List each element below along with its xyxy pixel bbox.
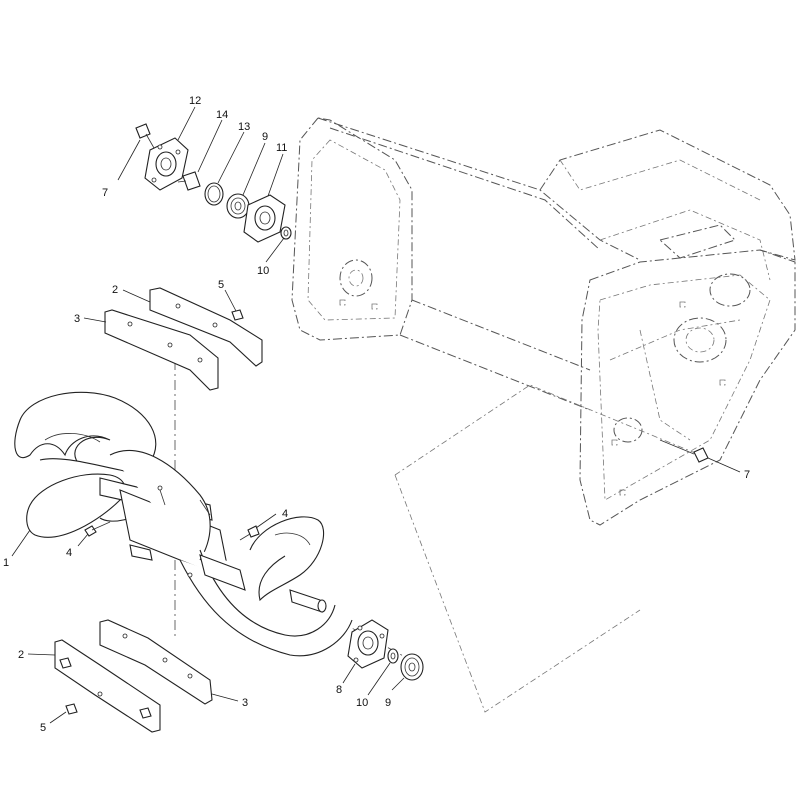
callout-labels: 12 14 13 9 11 7 10 2 5 3 7 4 1 4 2 3 5 8… <box>3 95 750 734</box>
callout-2-lower: 2 <box>18 649 24 661</box>
callout-3-upper: 3 <box>74 313 80 325</box>
callout-7-right: 7 <box>744 469 750 481</box>
lower-bearing-assembly <box>347 619 424 681</box>
callout-9-lower: 9 <box>385 697 391 709</box>
callout-7-upper: 7 <box>102 187 108 199</box>
callout-1: 1 <box>3 557 9 569</box>
callout-12: 12 <box>189 95 201 107</box>
callout-9-upper: 9 <box>262 131 268 143</box>
callout-5-lower: 5 <box>40 722 46 734</box>
callout-5-upper: 5 <box>218 279 224 291</box>
callout-8: 8 <box>336 684 342 696</box>
callout-3-lower: 3 <box>242 697 248 709</box>
upper-shave-plates <box>104 287 263 391</box>
frame-bolt <box>659 439 709 463</box>
callout-10-upper: 10 <box>257 265 269 277</box>
callout-2-upper: 2 <box>112 284 118 296</box>
leader-lines <box>11 106 741 724</box>
callout-4-left: 4 <box>66 547 72 559</box>
auger-housing-phantom <box>291 117 796 713</box>
upper-bearing-assembly <box>135 123 292 243</box>
callout-10-lower: 10 <box>356 697 368 709</box>
auger-assembly <box>14 391 353 657</box>
callout-14: 14 <box>216 109 228 121</box>
callout-13: 13 <box>238 121 250 133</box>
lower-shave-plates <box>54 619 213 733</box>
callout-4-right: 4 <box>282 508 288 520</box>
callout-11: 11 <box>276 142 287 154</box>
